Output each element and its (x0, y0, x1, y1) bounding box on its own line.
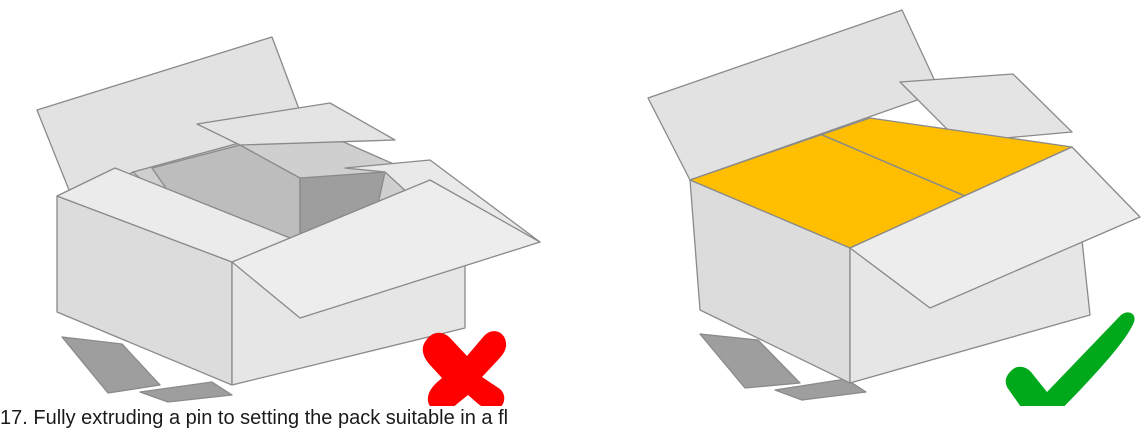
box-bottom-flap-left (699, 333, 801, 389)
box-inner-flap-back (196, 102, 396, 146)
box-bottom-flap-right (139, 381, 233, 403)
empty-open-box (36, 36, 541, 403)
check-icon (1005, 312, 1135, 406)
box-packing-comparison (36, 9, 1141, 406)
product-divider (819, 133, 966, 197)
cross-icon (422, 331, 507, 406)
box-bottom-flap-left (61, 336, 161, 394)
box-bottom-flap-right (774, 378, 867, 401)
filled-open-box (647, 9, 1141, 401)
figure-caption: 17. Fully extruding a pin to setting the… (0, 407, 509, 429)
box-back-flap-right (899, 73, 1073, 143)
box-front-flap-open (231, 179, 541, 319)
box-front-flap-open (849, 146, 1141, 309)
